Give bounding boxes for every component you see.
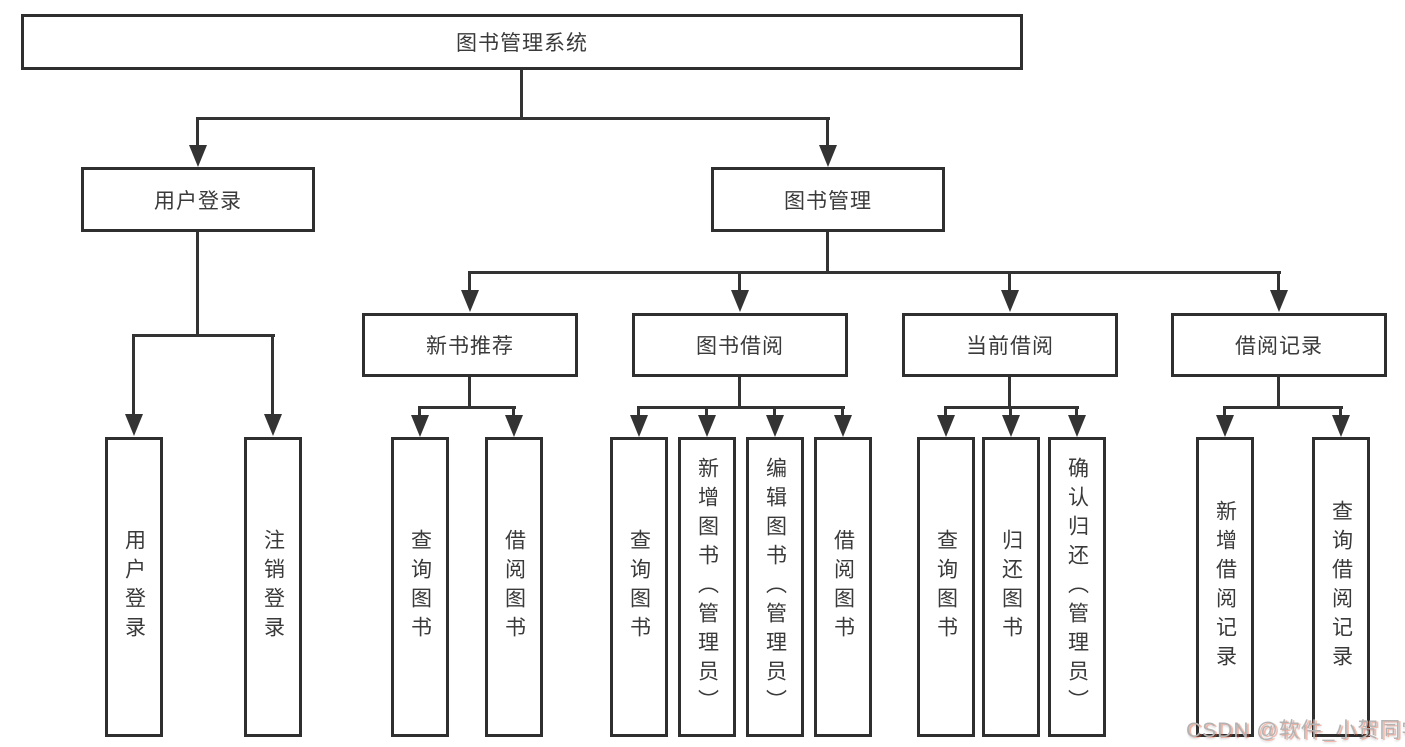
node-label: 借阅图书 bbox=[502, 529, 526, 645]
connector-leaf-drop bbox=[1075, 407, 1078, 417]
leaf-edit-book-admin: 编辑图书（管理员） bbox=[746, 437, 804, 737]
arrowhead-down-icon bbox=[1068, 415, 1086, 437]
connector-leaf-drop bbox=[705, 407, 708, 417]
connector-leaf-drop bbox=[1009, 407, 1012, 417]
connector-book-mgmt-stem bbox=[826, 232, 829, 274]
arrowhead-down-icon bbox=[264, 414, 282, 436]
node-label: 用户登录 bbox=[154, 189, 242, 213]
connector-user-login-stem bbox=[196, 232, 199, 337]
node-label: 注销登录 bbox=[261, 529, 285, 645]
leaf-borrow-books: 借阅图书 bbox=[814, 437, 872, 737]
connector-leaf-drop bbox=[1223, 407, 1226, 417]
node-label: 图书管理 bbox=[784, 189, 872, 213]
leaf-add-borrow-record: 新增借阅记录 bbox=[1196, 437, 1254, 737]
arrowhead-down-icon bbox=[411, 415, 429, 437]
arrowhead-down-icon bbox=[1001, 290, 1019, 312]
connector-leaf-drop bbox=[773, 407, 776, 417]
leaf-confirm-return-admin: 确认归还（管理员） bbox=[1048, 437, 1106, 737]
arrowhead-down-icon bbox=[461, 290, 479, 312]
arrowhead-down-icon bbox=[766, 415, 784, 437]
node-library-management-system: 图书管理系统 bbox=[21, 14, 1023, 70]
connector-leaf-drop bbox=[841, 407, 844, 417]
leaf-user-login: 用户登录 bbox=[105, 437, 163, 737]
node-borrowing-records: 借阅记录 bbox=[1171, 313, 1387, 377]
node-label: 图书管理系统 bbox=[456, 32, 588, 55]
node-label: 编辑图书（管理员） bbox=[763, 456, 787, 718]
arrowhead-down-icon bbox=[1216, 415, 1234, 437]
arrowhead-down-icon bbox=[698, 415, 716, 437]
node-label: 借阅记录 bbox=[1235, 335, 1323, 358]
arrowhead-down-icon bbox=[125, 414, 143, 436]
connector-current-borrow-stem bbox=[1008, 377, 1011, 408]
connector-leaf-drop bbox=[1339, 407, 1342, 417]
leaf-add-book-admin: 新增图书（管理员） bbox=[678, 437, 736, 737]
node-label: 新增图书（管理员） bbox=[695, 456, 719, 718]
leaf-query-borrow-record: 查询借阅记录 bbox=[1312, 437, 1370, 737]
node-book-management: 图书管理 bbox=[711, 167, 945, 232]
node-label: 查询图书 bbox=[408, 529, 432, 645]
arrowhead-down-icon bbox=[1332, 415, 1350, 437]
arrowhead-down-icon bbox=[189, 145, 207, 167]
connector-level3-drop bbox=[738, 273, 741, 292]
node-label: 新书推荐 bbox=[426, 335, 514, 358]
connector-level3-drop bbox=[1008, 273, 1011, 292]
node-label: 借阅图书 bbox=[831, 529, 855, 645]
connector-new-book-stem bbox=[468, 377, 471, 408]
arrowhead-down-icon bbox=[630, 415, 648, 437]
leaf-query-books-recommend: 查询图书 bbox=[391, 437, 449, 737]
node-label: 图书借阅 bbox=[696, 335, 784, 358]
connector-borrow-records-stem bbox=[1277, 377, 1280, 408]
node-new-book-recommendation: 新书推荐 bbox=[362, 313, 578, 377]
connector-book-mgmt-drop bbox=[826, 119, 829, 148]
connector-leaf-drop bbox=[944, 407, 947, 417]
connector-level3-drop bbox=[1277, 273, 1280, 292]
connector-book-borrow-rail bbox=[637, 406, 845, 409]
arrowhead-down-icon bbox=[731, 290, 749, 312]
connector-leaf-drop bbox=[418, 407, 421, 417]
connector-user-login-rail bbox=[132, 334, 275, 337]
node-label: 查询图书 bbox=[934, 529, 958, 645]
leaf-borrow-books-recommend: 借阅图书 bbox=[485, 437, 543, 737]
arrowhead-down-icon bbox=[937, 415, 955, 437]
arrowhead-down-icon bbox=[1002, 415, 1020, 437]
connector-level2-rail bbox=[196, 117, 830, 120]
connector-leaf-drop bbox=[512, 407, 515, 417]
node-label: 当前借阅 bbox=[966, 335, 1054, 358]
connector-level3-drop bbox=[468, 273, 471, 292]
arrowhead-down-icon bbox=[1270, 290, 1288, 312]
connector-book-borrow-stem bbox=[738, 377, 741, 408]
arrowhead-down-icon bbox=[819, 145, 837, 167]
connector-leaf-drop bbox=[271, 336, 274, 416]
node-label: 确认归还（管理员） bbox=[1065, 456, 1089, 718]
connector-user-login-drop bbox=[196, 119, 199, 148]
node-label: 查询图书 bbox=[627, 529, 651, 645]
arrowhead-down-icon bbox=[834, 415, 852, 437]
csdn-watermark: CSDN @软件_小贺同学 bbox=[1186, 719, 1405, 742]
node-user-login: 用户登录 bbox=[81, 167, 315, 232]
connector-root-stem bbox=[520, 70, 523, 119]
connector-leaf-drop bbox=[132, 336, 135, 416]
node-label: 用户登录 bbox=[122, 529, 146, 645]
node-label: 查询借阅记录 bbox=[1329, 500, 1353, 674]
leaf-query-books-borrow: 查询图书 bbox=[610, 437, 668, 737]
connector-new-book-rail bbox=[418, 406, 516, 409]
connector-level3-rail bbox=[468, 271, 1281, 274]
connector-borrow-records-rail bbox=[1223, 406, 1343, 409]
node-book-borrowing: 图书借阅 bbox=[632, 313, 848, 377]
node-label: 归还图书 bbox=[999, 529, 1023, 645]
arrowhead-down-icon bbox=[505, 415, 523, 437]
leaf-logout: 注销登录 bbox=[244, 437, 302, 737]
leaf-return-books: 归还图书 bbox=[982, 437, 1040, 737]
node-current-borrowing: 当前借阅 bbox=[902, 313, 1118, 377]
node-label: 新增借阅记录 bbox=[1213, 500, 1237, 674]
leaf-query-books-current: 查询图书 bbox=[917, 437, 975, 737]
connector-leaf-drop bbox=[637, 407, 640, 417]
